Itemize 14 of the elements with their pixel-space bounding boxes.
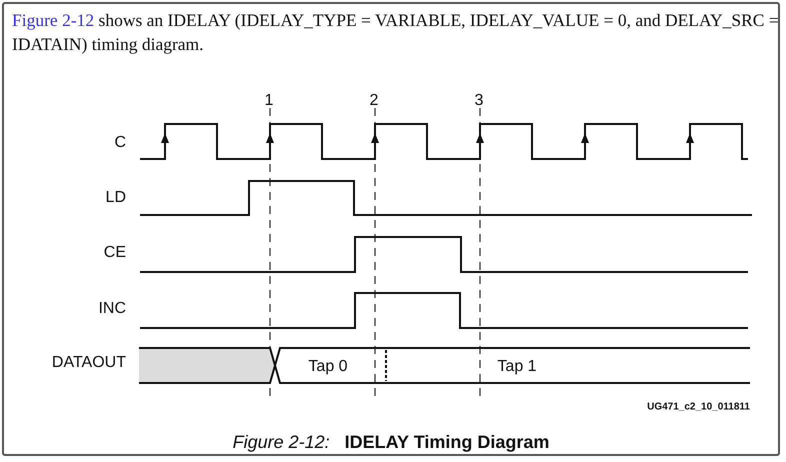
signal-name: DATAOUT (52, 354, 126, 372)
signal-name: CE (104, 244, 126, 262)
signal-name: INC (98, 300, 126, 318)
figure-link: Figure 2-12 (12, 10, 94, 30)
figure-caption: Figure 2-12: IDELAY Timing Diagram (232, 432, 550, 452)
figure-id: UG471_c2_10_011811 (647, 402, 750, 412)
marker-number: 3 (474, 92, 484, 110)
signal-name: LD (106, 189, 126, 207)
marker-number: 1 (264, 92, 274, 110)
bus-value: Tap 0 (308, 358, 348, 376)
marker-number: 2 (370, 92, 378, 110)
intro-text: Figure 2-12 shows an IDELAY (IDELAY_TYPE = VARIABLE, IDELAY_VALUE = 0, and DELAY_SRC = IDATAIN) timing diagram. (12, 9, 780, 56)
signal-name: C (114, 134, 126, 152)
bus-value: Tap 1 (497, 358, 537, 376)
